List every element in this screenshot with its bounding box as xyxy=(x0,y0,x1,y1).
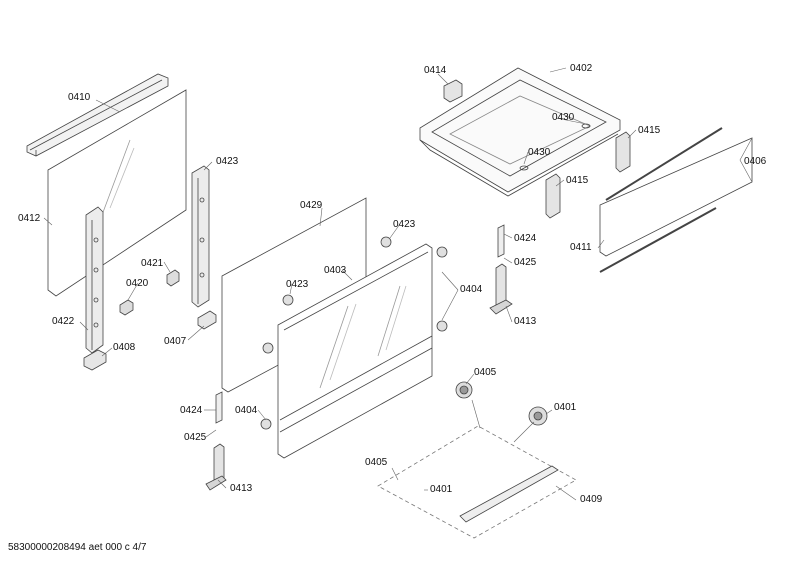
drawing-reference-number: 58300000208494 aet 000 c 4/7 xyxy=(8,542,147,553)
part-label: 0415 xyxy=(566,175,589,186)
bottom-bracket-right xyxy=(197,310,217,330)
part-label: 0401 xyxy=(430,484,453,495)
bumper-pads xyxy=(260,236,448,430)
part-label: 0410 xyxy=(68,92,91,103)
part-label: 0404 xyxy=(235,405,258,416)
drawer-front-panel xyxy=(599,127,753,273)
oven-front-door xyxy=(277,243,433,459)
part-label: 0430 xyxy=(552,112,575,123)
part-label: 0413 xyxy=(230,483,253,494)
part-label: 0412 xyxy=(18,213,41,224)
control-knob-right xyxy=(528,406,548,426)
door-hinge-right xyxy=(489,224,513,315)
part-label: 0411 xyxy=(570,242,592,253)
top-trim-strip xyxy=(26,73,169,157)
part-label: 0401 xyxy=(554,402,577,413)
tray-clip xyxy=(443,79,463,103)
control-knob-top xyxy=(455,381,473,399)
part-label: 0430 xyxy=(528,147,551,158)
part-label: 0424 xyxy=(180,405,203,416)
part-label: 0409 xyxy=(580,494,603,505)
part-label: 0403 xyxy=(324,265,347,276)
part-label: 0415 xyxy=(638,125,661,136)
part-label: 0414 xyxy=(424,65,447,76)
clip-0421 xyxy=(166,269,180,287)
part-label: 0402 xyxy=(570,63,593,74)
part-label: 0405 xyxy=(365,457,388,468)
part-label: 0423 xyxy=(216,156,239,167)
part-label: 0425 xyxy=(184,432,207,443)
clip-0420 xyxy=(119,299,134,316)
part-label: 0429 xyxy=(300,200,323,211)
left-side-rail xyxy=(85,206,104,354)
handle-bar xyxy=(459,465,559,523)
part-label: 0423 xyxy=(393,219,416,230)
bottom-frame-outline xyxy=(377,425,577,539)
part-label: 0406 xyxy=(744,156,767,167)
bottom-bracket-left xyxy=(83,349,107,371)
runner-bracket-lower xyxy=(545,173,561,219)
part-label: 0425 xyxy=(514,257,537,268)
part-label: 0404 xyxy=(460,284,483,295)
part-label: 0420 xyxy=(126,278,149,289)
runner-bracket-upper xyxy=(615,131,631,173)
part-label: 0421 xyxy=(141,258,164,269)
part-label: 0405 xyxy=(474,367,497,378)
part-label: 0413 xyxy=(514,316,537,327)
part-label: 0408 xyxy=(113,342,136,353)
part-label: 0423 xyxy=(286,279,309,290)
part-label: 0424 xyxy=(514,233,537,244)
right-side-rail xyxy=(191,165,210,308)
door-hinge-left xyxy=(205,391,227,491)
leader-lines xyxy=(43,67,753,501)
oven-tray xyxy=(419,67,621,197)
part-label: 0422 xyxy=(52,316,75,327)
part-label: 0407 xyxy=(164,336,187,347)
outer-glass-panel xyxy=(47,89,187,297)
